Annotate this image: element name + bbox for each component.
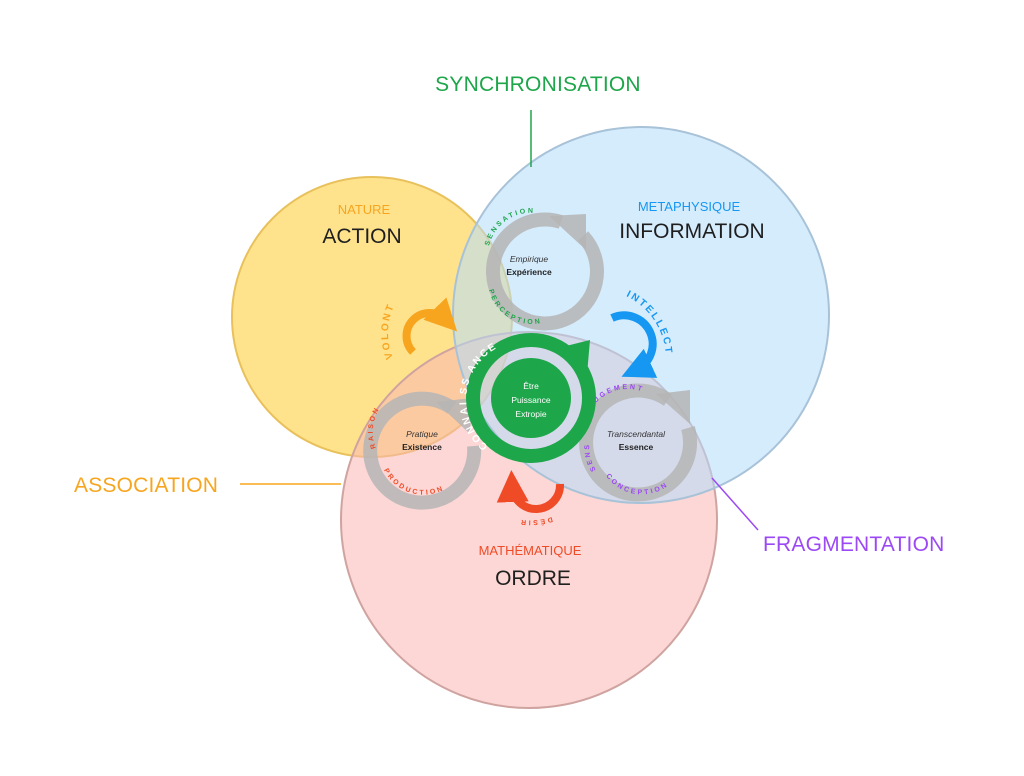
cycle-arrowhead-icon <box>549 214 586 250</box>
desir-arrow-icon <box>496 470 564 513</box>
ordre-subtitle: MATHÉMATIQUE <box>479 543 582 558</box>
cycle-right-italic: Transcendantal <box>607 429 666 439</box>
cycle-arrowhead-icon <box>436 398 472 434</box>
fragmentation-connector <box>711 477 759 531</box>
cycle-left-bold: Existence <box>402 442 442 452</box>
cycle-left-italic: Pratique <box>406 429 438 439</box>
information-subtitle: METAPHYSIQUE <box>638 199 741 214</box>
ordre-title: ORDRE <box>495 567 571 590</box>
cycle-top-bold: Expérience <box>506 267 552 277</box>
center-line-1: Être <box>523 381 539 391</box>
center-line-2: Puissance <box>511 395 550 405</box>
action-title: ACTION <box>322 225 401 248</box>
cycle-arrow-icon <box>486 212 604 331</box>
action-subtitle: NATURE <box>338 202 391 217</box>
center-arrowhead-icon <box>566 340 590 386</box>
desir-label: DÉSIR <box>518 515 553 527</box>
cycle-arrow-icon <box>579 383 697 502</box>
arc-label-raison: RAISON <box>368 405 382 449</box>
cycle-right-bold: Essence <box>619 442 654 452</box>
center-ring <box>466 333 596 463</box>
center-line-3: Extropie <box>515 409 546 419</box>
association-label: ASSOCIATION <box>74 474 218 497</box>
intellect-arrow-icon <box>610 311 658 378</box>
cycle-arrowhead-icon <box>656 390 690 424</box>
volonte-arrow-icon <box>402 297 458 355</box>
fragmentation-label: FRAGMENTATION <box>763 533 944 556</box>
center-disc <box>491 358 571 438</box>
synchronisation-label: SYNCHRONISATION <box>435 73 641 96</box>
cycle-arrow-icon <box>363 391 482 510</box>
cycle-top-italic: Empirique <box>510 254 549 264</box>
information-title: INFORMATION <box>619 220 764 243</box>
arc-label-sens: SENS <box>584 443 598 473</box>
